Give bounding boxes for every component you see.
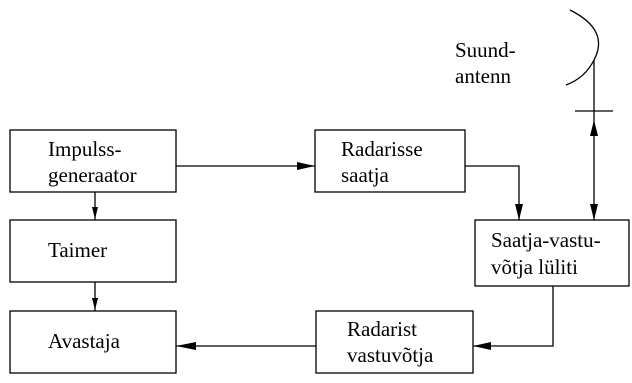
arrow-to-switch-from-antenna [590, 204, 598, 220]
pulse-generator-label-1: Impulss- [48, 137, 122, 161]
radar-transmitter-block: Radarisse saatja [314, 129, 466, 193]
antenna-label-2: antenn [455, 64, 511, 88]
detector-label: Avastaja [48, 329, 121, 353]
radar-receiver-label-2: vastuvõtja [347, 343, 434, 367]
line-switch-to-receiver [473, 286, 554, 347]
arrow-generator-to-timer [92, 207, 98, 219]
radar-transmitter-label-1: Radarisse [341, 137, 423, 161]
arrow-generator-to-transmitter [297, 162, 315, 170]
arrow-switch-to-receiver [473, 342, 491, 350]
radar-receiver-block: Radarist vastuvõtja [315, 310, 474, 374]
tr-switch-label-2: võtja lüliti [491, 255, 578, 279]
tr-switch-label-1: Saatja-vastu- [491, 228, 601, 252]
timer-label: Taimer [48, 238, 107, 262]
radar-transmitter-label-2: saatja [341, 163, 389, 187]
tr-switch-block: Saatja-vastu- võtja lüliti [474, 219, 630, 287]
pulse-generator-label-2: generaator [48, 163, 137, 187]
arrow-receiver-to-detector [176, 342, 196, 350]
arrow-to-antenna [590, 120, 598, 136]
detector-box [9, 310, 177, 374]
pulse-generator-block: Impulss- generaator [9, 129, 177, 193]
tr-switch-box [474, 219, 630, 287]
timer-block: Taimer [9, 219, 177, 283]
timer-box [9, 219, 177, 283]
arrow-transmitter-to-switch [515, 204, 523, 220]
pulse-generator-box [9, 129, 177, 193]
antenna-dish-icon [565, 9, 600, 86]
radar-receiver-box [315, 310, 474, 374]
radar-receiver-label-1: Radarist [347, 317, 417, 341]
antenna-label: Suund- antenn [455, 38, 516, 88]
antenna-label-1: Suund- [455, 38, 516, 62]
line-transmitter-to-switch [465, 165, 520, 220]
radar-transmitter-box [314, 129, 466, 193]
arrow-timer-to-detector [92, 298, 98, 310]
detector-block: Avastaja [9, 310, 177, 374]
